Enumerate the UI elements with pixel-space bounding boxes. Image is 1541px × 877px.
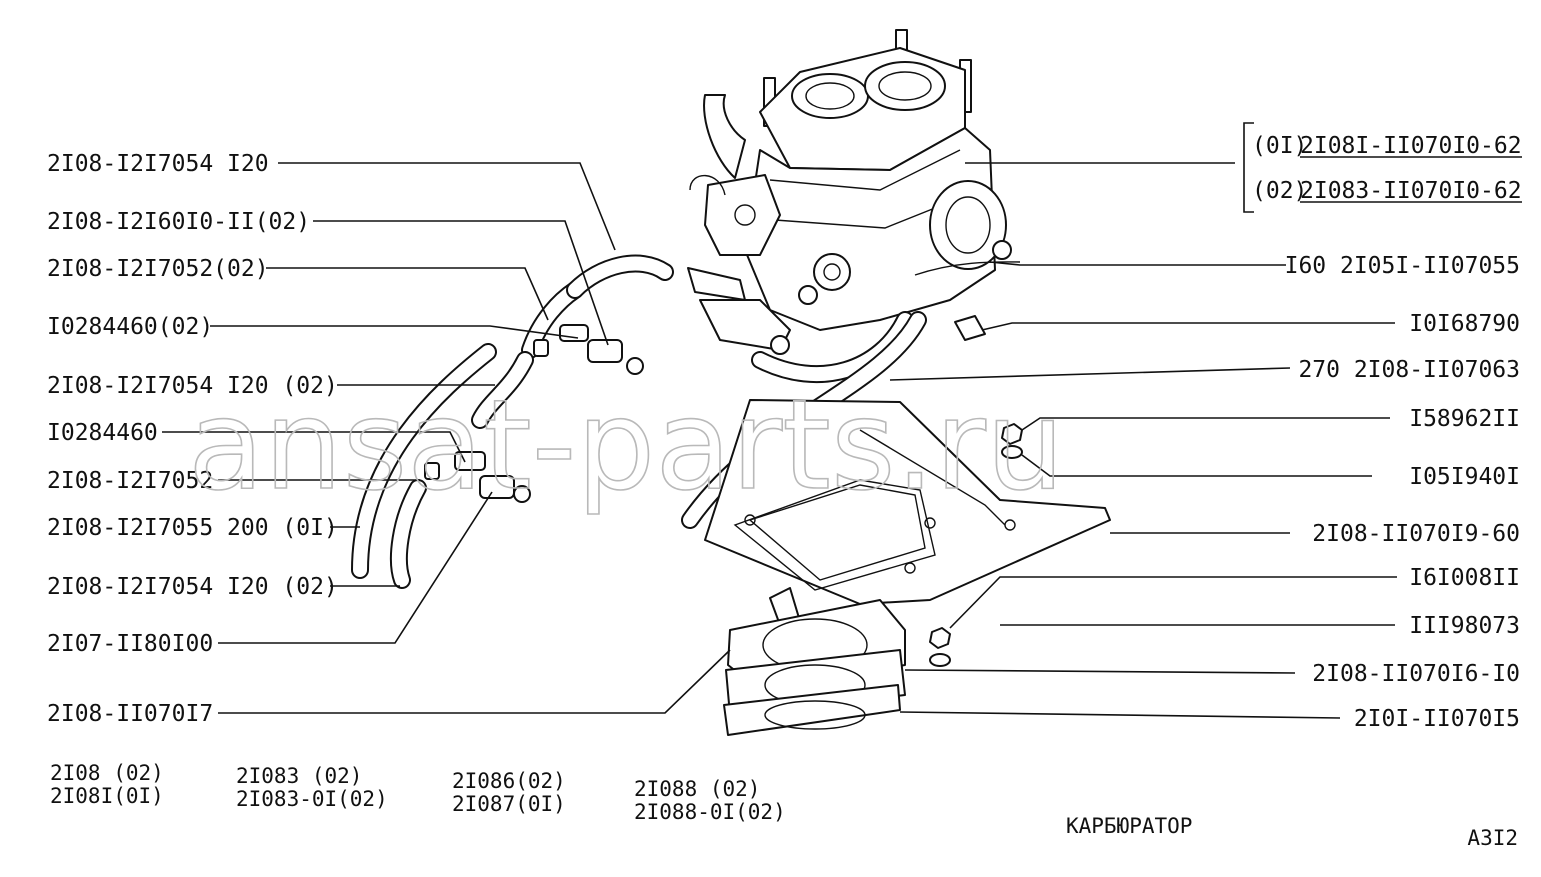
callout-left-8: 2I08-I2I7055 200 (0I): [47, 515, 338, 541]
callout-right-3: 270 2I08-II07063: [1298, 357, 1520, 383]
callout-right-8: III98073: [1409, 613, 1520, 639]
page-code: А3I2: [1467, 826, 1518, 850]
model-group-3-line2: 2I087(0I): [452, 792, 566, 816]
callout-left-3: 2I08-I2I7052(02): [47, 256, 269, 282]
model-codes: 2I08 (02) 2I08I(0I) 2I083 (02) 2I083-0I(…: [50, 761, 786, 824]
hoses-drawing: [351, 254, 674, 589]
callout-right-2: I0I68790: [1409, 311, 1520, 337]
variant-01-prefix: (0I): [1252, 133, 1307, 159]
model-group-4-line2: 2I088-0I(02): [634, 800, 786, 824]
callout-right-7: I6I008II: [1409, 565, 1520, 591]
callout-left-10: 2I07-II80I00: [47, 631, 213, 657]
callout-left-7: 2I08-I2I7052: [47, 468, 213, 494]
callout-left-4: I0284460(02): [47, 314, 213, 340]
variant-01-code: 2I08I-II070I0-62: [1300, 133, 1522, 159]
leader-lines: [162, 122, 1522, 719]
gasket-stack-drawing: [704, 399, 1111, 736]
right-callouts: I60 2I05I-II07055 I0I68790 270 2I08-II07…: [1285, 253, 1520, 732]
callout-right-9: 2I08-II070I6-I0: [1312, 661, 1520, 687]
left-callouts: 2I08-I2I7054 I20 2I08-I2I60I0-II(02) 2I0…: [47, 151, 338, 727]
model-group-1-line2: 2I08I(0I): [50, 784, 164, 808]
variant-02-code: 2I083-II070I0-62: [1300, 178, 1522, 204]
model-group-2-line2: 2I083-0I(02): [236, 787, 388, 811]
callout-left-11: 2I08-II070I7: [47, 701, 213, 727]
callout-left-2: 2I08-I2I60I0-II(02): [47, 209, 310, 235]
callout-right-4: I58962II: [1409, 406, 1520, 432]
carburetor-drawing: [681, 29, 1021, 529]
callout-left-9: 2I08-I2I7054 I20 (02): [47, 574, 338, 600]
callout-left-6: I0284460: [47, 420, 158, 446]
callout-right-5: I05I940I: [1409, 464, 1520, 490]
callout-left-5: 2I08-I2I7054 I20 (02): [47, 373, 338, 399]
variant-02-prefix: (02): [1252, 178, 1307, 204]
callout-left-1: 2I08-I2I7054 I20: [47, 151, 269, 177]
model-group-3-line1: 2I086(02): [452, 769, 566, 793]
callout-right-6: 2I08-II070I9-60: [1312, 521, 1520, 547]
callout-right-1: I60 2I05I-II07055: [1285, 253, 1520, 279]
watermark: ansat-parts.ru: [188, 374, 1064, 518]
model-group-1-line1: 2I08 (02): [50, 761, 164, 785]
model-group-2-line1: 2I083 (02): [236, 764, 362, 788]
model-group-4-line1: 2I088 (02): [634, 777, 760, 801]
callout-right-10: 2I0I-II070I5: [1354, 706, 1520, 732]
carburetor-variants: (0I) 2I08I-II070I0-62 (02) 2I083-II070I0…: [1252, 133, 1522, 204]
diagram-title: КАРБЮРАТОР: [1066, 814, 1192, 838]
